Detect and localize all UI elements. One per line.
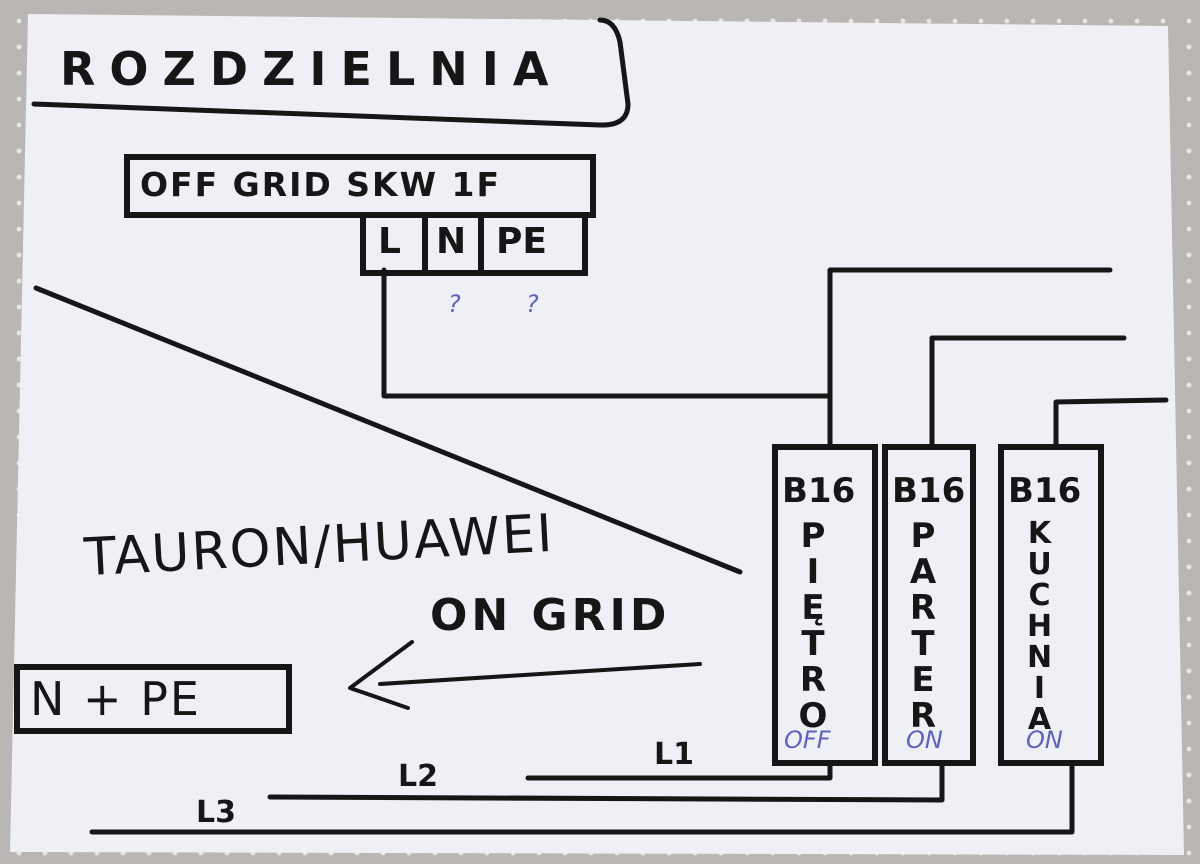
breaker-pietro-name: PIĘTRO <box>793 516 833 732</box>
question-mark-n: ? <box>448 290 461 318</box>
ongrid-label: ON GRID <box>430 590 671 641</box>
breaker-kuchnia-rating: B16 <box>1008 471 1082 511</box>
breaker-parter-rating: B16 <box>892 471 966 511</box>
wire-l2 <box>267 763 945 803</box>
breaker-pietro-rating: B16 <box>782 471 856 511</box>
breaker-kuchnia-name: KUCHNIA <box>1022 516 1057 733</box>
phase-l2-label: L2 <box>398 759 438 794</box>
title-frame <box>31 17 631 128</box>
wire-l-feed <box>381 267 833 449</box>
terminal-l-label: L <box>378 221 401 262</box>
terminal-n-label: N <box>436 221 467 262</box>
wire-pietro-out <box>827 267 1113 399</box>
phase-l3-label: L3 <box>196 795 236 830</box>
title: ROZDZIELNIA <box>60 42 563 96</box>
phase-l1-label: L1 <box>654 737 694 772</box>
paper <box>10 14 1184 855</box>
wire-kuchnia-out <box>1053 397 1169 449</box>
terminal-pe-box <box>478 212 588 276</box>
offgrid-label: OFF GRID SKW 1F <box>140 165 502 204</box>
np-label: N + PE <box>30 672 202 726</box>
arrow-to-np <box>348 640 702 710</box>
breaker-kuchnia-state: ON <box>1026 726 1063 754</box>
diagonal-separator <box>33 285 743 575</box>
question-mark-pe: ? <box>526 290 539 318</box>
breaker-pietro <box>772 444 878 766</box>
breaker-parter-name: PARTER <box>903 516 943 732</box>
wire-parter-out <box>929 335 1127 449</box>
wire-l3 <box>89 763 1075 835</box>
breaker-kuchnia <box>998 444 1104 766</box>
wire-l1 <box>525 763 833 781</box>
breaker-pietro-state: OFF <box>784 726 831 754</box>
terminal-pe-label: PE <box>496 221 547 262</box>
np-box <box>14 664 292 734</box>
breaker-parter <box>882 444 976 766</box>
breaker-parter-state: ON <box>906 726 943 754</box>
